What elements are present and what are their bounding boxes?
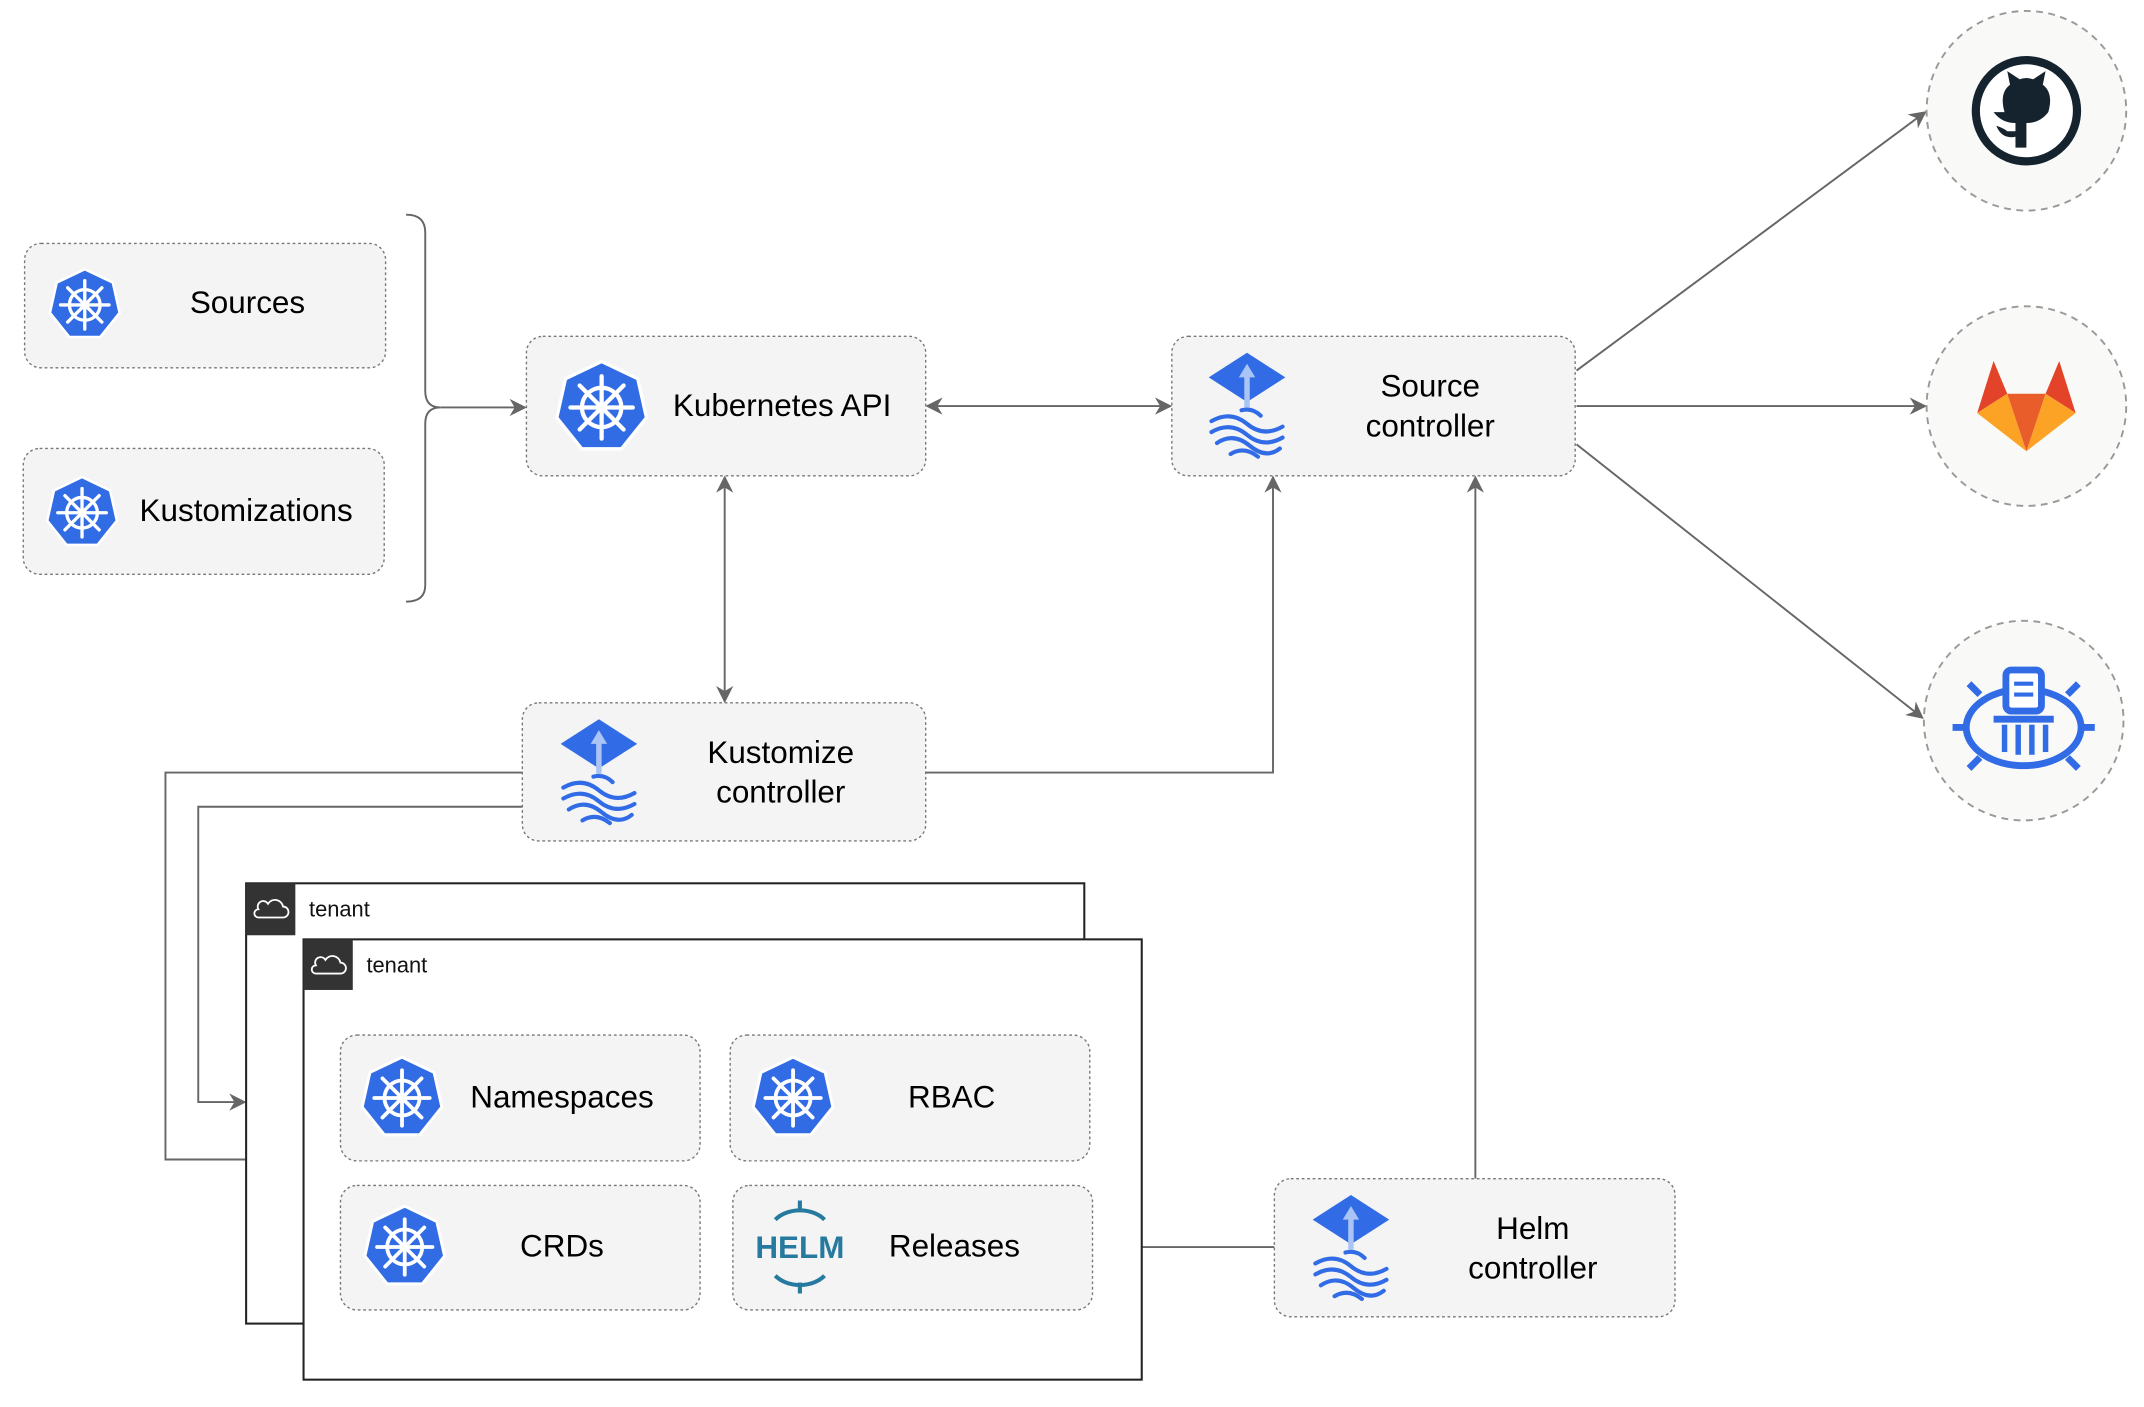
github-node[interactable] [1925,9,2128,212]
gitlab-node[interactable] [1925,305,2128,507]
node-label: Kubernetes API [673,388,891,423]
node-kustomizations[interactable]: Kustomizations [22,447,385,575]
bucket-icon [1952,666,2095,771]
node-label: Kustomizations [140,493,353,528]
edge-source-to-bucket [1575,443,1924,719]
node-label: CRDs [520,1229,604,1264]
node-label-line-1: Kustomize [707,735,854,770]
node-releases[interactable]: HELM Releases [732,1184,1094,1311]
node-rbac[interactable]: RBAC [729,1034,1091,1162]
node-label-line-2: controller [1468,1251,1597,1286]
node-source-controller[interactable]: Source controller [1171,335,1576,477]
node-kubernetes-api[interactable]: Kubernetes API [525,335,927,477]
node-label: Namespaces [470,1080,653,1115]
node-kustomize-controller[interactable]: Kustomize controller [521,702,927,842]
gitlab-icon [1977,360,2076,452]
cloud-icon [253,899,290,919]
github-icon [1971,56,2082,166]
edge-source-to-github [1575,111,1927,372]
node-label-line-2: controller [716,775,845,810]
node-sources[interactable]: Sources [23,242,387,369]
node-label-line-1: Source [1380,369,1480,404]
edge-kustomize-to-tenant-2 [164,771,523,1169]
tenant-label: tenant [366,952,427,977]
node-crds[interactable]: CRDs [339,1184,701,1311]
helm-icon: HELM [755,1200,844,1294]
tenant-group-front[interactable]: tenant Namespaces RBAC CRDs HELM Release… [302,938,1143,1381]
node-label-line-2: controller [1366,408,1495,443]
node-label: Sources [190,285,305,320]
node-label: RBAC [908,1080,995,1115]
edge-kustomize-to-source-controller [925,475,1282,774]
node-namespaces[interactable]: Namespaces [339,1034,701,1162]
node-label-line-1: Helm [1496,1211,1569,1246]
cloud-icon [310,955,347,975]
edge-kustomize-to-tenant-1 [197,805,523,1111]
bucket-node[interactable] [1922,619,2125,822]
node-label: Releases [889,1229,1020,1264]
node-helm-controller[interactable]: Helm controller [1273,1177,1676,1318]
svg-text:HELM: HELM [755,1230,844,1265]
tenant-label: tenant [309,896,370,921]
brace [406,213,441,603]
edges [164,111,1927,1256]
